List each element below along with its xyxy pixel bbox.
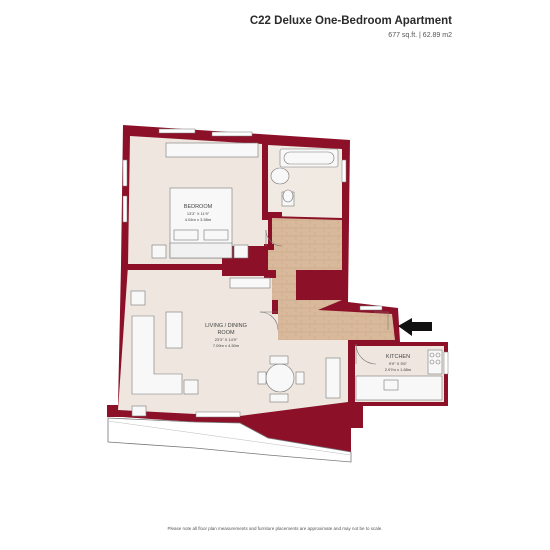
plan-area: 677 sq.ft. | 62.89 m2 [388,32,452,39]
living-dim-metric: 7.09m x 4.50m [213,343,240,348]
door-swings [259,229,389,365]
living-label: LIVING / DINING [205,323,247,329]
bath-wall [262,142,268,220]
bedroom-wall [126,264,226,270]
entrance-arrow-icon [398,318,432,336]
plan-title: C22 Deluxe One-Bedroom Apartment [249,15,452,27]
living-dim-imperial: 23'3" X 14'9" [215,337,238,342]
kitchen-label: KITCHEN [386,354,410,360]
bathroom-fixtures [270,148,339,207]
bedroom-label: BEDROOM [184,204,213,210]
kitchen-fixtures [355,349,443,401]
kitchen-wall [348,340,354,406]
kitchen-dim-metric: 2.97m x 1.68m [385,367,412,372]
windows [122,128,449,418]
disclaimer-note: Please note all floor plan measurements … [167,526,383,531]
living-furniture [130,277,341,417]
bedroom-furniture [151,142,259,259]
kitchen-dim-imperial: 9'9" X 5'6" [389,361,408,366]
bedroom-dim-imperial: 13'3" X 11'9" [187,211,210,216]
balcony [107,417,352,463]
living-label-2: ROOM [217,330,235,336]
bedroom-dim-metric: 4.04m x 3.58m [185,217,212,222]
wall-block [296,270,342,300]
